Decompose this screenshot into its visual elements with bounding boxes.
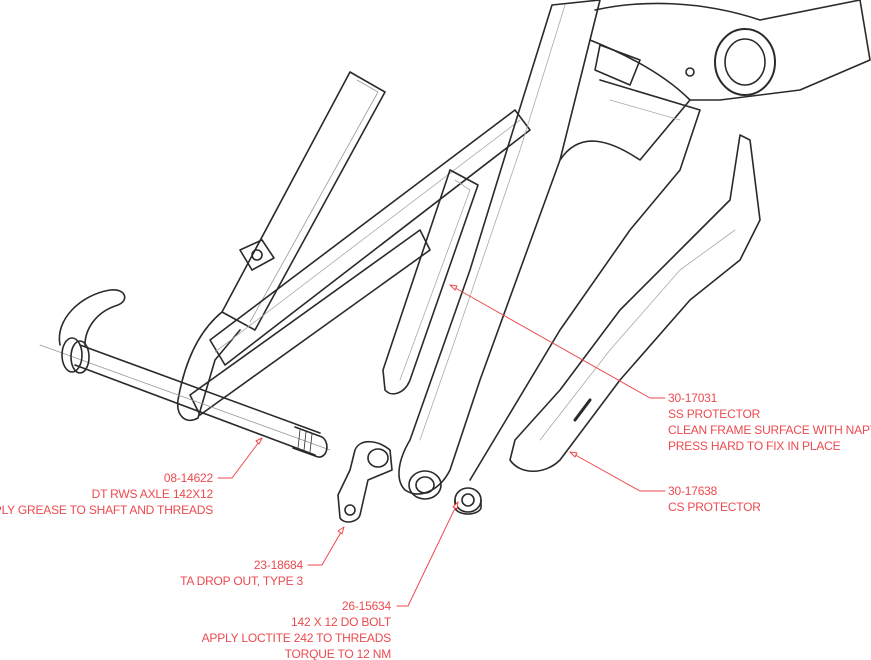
part-instruction: TORQUE TO 12 NM <box>284 647 392 660</box>
part-instruction: PRESS HARD TO FIX IN PLACE <box>668 439 841 453</box>
leader-lines <box>217 284 666 607</box>
brace <box>189 109 531 416</box>
part-number: 23-18684 <box>253 558 303 572</box>
callout-axle: 08-14622 DT RWS AXLE 142X12 APPLY GREASE… <box>0 470 213 518</box>
ss-protector <box>382 169 479 395</box>
part-description: 142 X 12 DO BOLT <box>291 615 391 629</box>
seat-stay <box>176 71 386 422</box>
callout-bolt: 26-15634 142 X 12 DO BOLT APPLY LOCTITE … <box>201 598 392 660</box>
swingarm <box>398 0 871 500</box>
leader-23-18684 <box>307 526 345 566</box>
part-number: 30-17638 <box>668 484 718 498</box>
dropout-bolt <box>454 487 482 515</box>
part-number: 08-14622 <box>163 471 213 485</box>
callout-cs-protector: 30-17638 CS PROTECTOR <box>668 483 761 515</box>
thru-axle <box>39 289 331 458</box>
leader-30-17031 <box>449 284 666 399</box>
part-instruction: APPLY GREASE TO SHAFT AND THREADS <box>0 503 213 517</box>
part-description: SS PROTECTOR <box>668 407 761 421</box>
part-number: 26-15634 <box>341 599 391 613</box>
callout-ss-protector: 30-17031 SS PROTECTOR CLEAN FRAME SURFAC… <box>668 390 871 454</box>
leader-08-14622 <box>217 437 263 479</box>
dropout <box>337 440 393 523</box>
part-number: 30-17031 <box>668 391 718 405</box>
part-description: DT RWS AXLE 142X12 <box>91 487 214 501</box>
callout-dropout: 23-18684 TA DROP OUT, TYPE 3 <box>180 557 303 589</box>
part-description: CS PROTECTOR <box>668 500 761 514</box>
part-description: TA DROP OUT, TYPE 3 <box>180 574 303 588</box>
part-instruction: APPLY LOCTITE 242 TO THREADS <box>201 631 392 645</box>
leader-26-15634 <box>396 501 459 607</box>
part-instruction: CLEAN FRAME SURFACE WITH NAPTHA <box>668 423 871 437</box>
cs-protector <box>509 134 761 472</box>
leader-30-17638 <box>569 451 666 492</box>
